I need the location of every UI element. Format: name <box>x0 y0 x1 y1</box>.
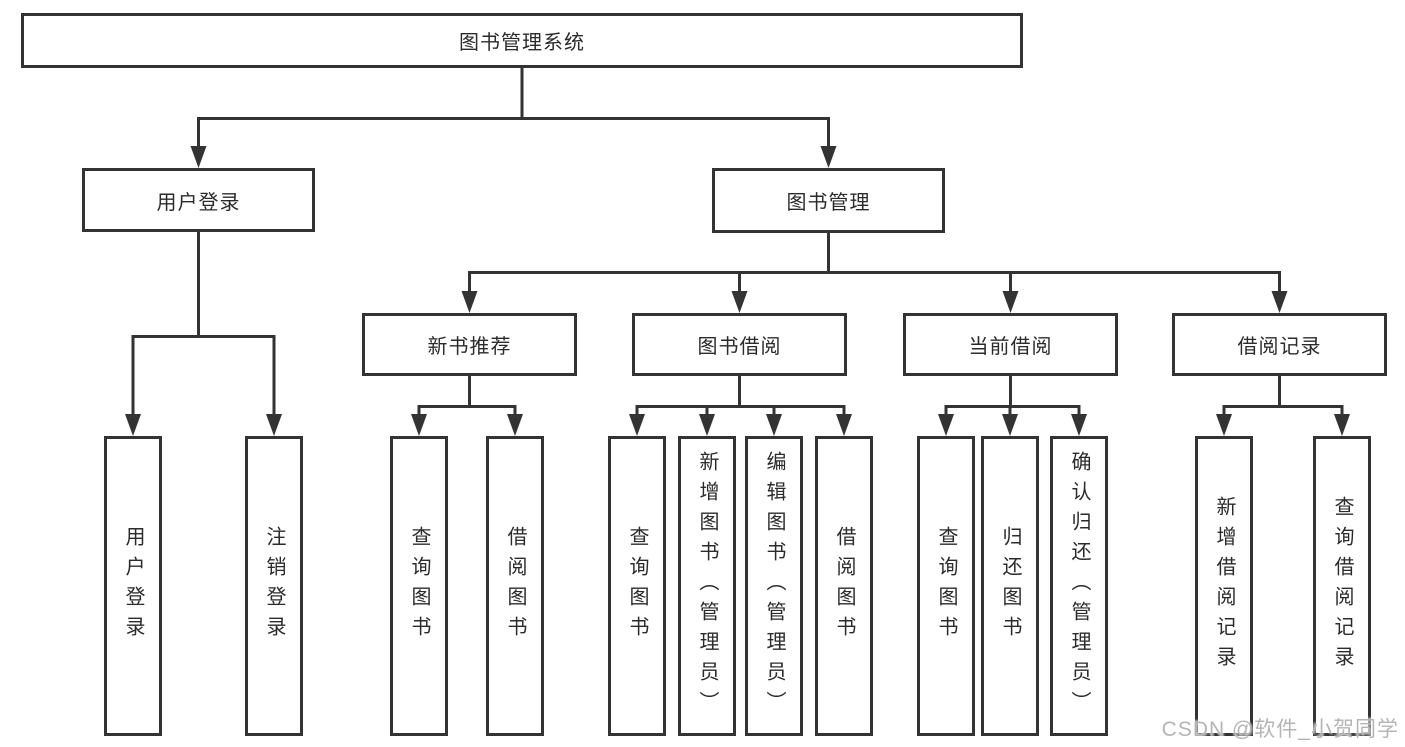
node-book-borrowing: 图书借阅 <box>632 313 847 376</box>
node-label: 编辑图书（管理员） <box>763 451 785 721</box>
node-borrowing-records: 借阅记录 <box>1172 313 1387 376</box>
node-label: 当前借阅 <box>968 336 1053 358</box>
node-label: 查询图书 <box>935 526 957 646</box>
node-label: 注销登录 <box>263 526 285 646</box>
node-label: 借阅图书 <box>833 526 855 646</box>
node-logout: 注销登录 <box>245 436 303 736</box>
node-new-book-recommendation: 新书推荐 <box>362 313 577 376</box>
node-user-login-group: 用户登录 <box>82 168 315 232</box>
node-current-borrowing: 当前借阅 <box>903 313 1118 376</box>
node-label: 图书管理系统 <box>459 32 585 54</box>
node-query-books-recommend: 查询图书 <box>390 436 448 736</box>
node-label: 归还图书 <box>999 526 1021 646</box>
node-edit-books-admin: 编辑图书（管理员） <box>745 436 803 736</box>
node-label: 新增借阅记录 <box>1213 496 1235 676</box>
node-label: 新书推荐 <box>427 336 512 358</box>
node-query-books-borrowing: 查询图书 <box>608 436 666 736</box>
node-label: 借阅记录 <box>1237 336 1322 358</box>
node-add-borrow-record: 新增借阅记录 <box>1195 436 1253 736</box>
node-book-management: 图书管理 <box>712 168 945 233</box>
node-add-books-admin: 新增图书（管理员） <box>678 436 736 736</box>
node-query-borrow-record: 查询借阅记录 <box>1313 436 1371 736</box>
node-query-books-current: 查询图书 <box>917 436 975 736</box>
node-label: 图书借阅 <box>697 336 782 358</box>
node-book-management-system: 图书管理系统 <box>21 13 1023 68</box>
node-label: 确认归还（管理员） <box>1068 451 1090 721</box>
node-label: 查询图书 <box>626 526 648 646</box>
node-return-books: 归还图书 <box>981 436 1039 736</box>
node-label: 借阅图书 <box>504 526 526 646</box>
node-label: 查询图书 <box>408 526 430 646</box>
node-confirm-return-admin: 确认归还（管理员） <box>1050 436 1108 736</box>
node-user-login: 用户登录 <box>104 436 162 736</box>
node-label: 用户登录 <box>156 191 241 214</box>
node-label: 新增图书（管理员） <box>696 451 718 721</box>
node-label: 图书管理 <box>786 192 871 214</box>
node-borrow-books-recommend: 借阅图书 <box>486 436 544 736</box>
node-label: 查询借阅记录 <box>1331 496 1353 676</box>
csdn-watermark: CSDN @软件_小贺同学 <box>1161 718 1399 741</box>
node-borrow-books: 借阅图书 <box>815 436 873 736</box>
node-label: 用户登录 <box>122 526 144 646</box>
